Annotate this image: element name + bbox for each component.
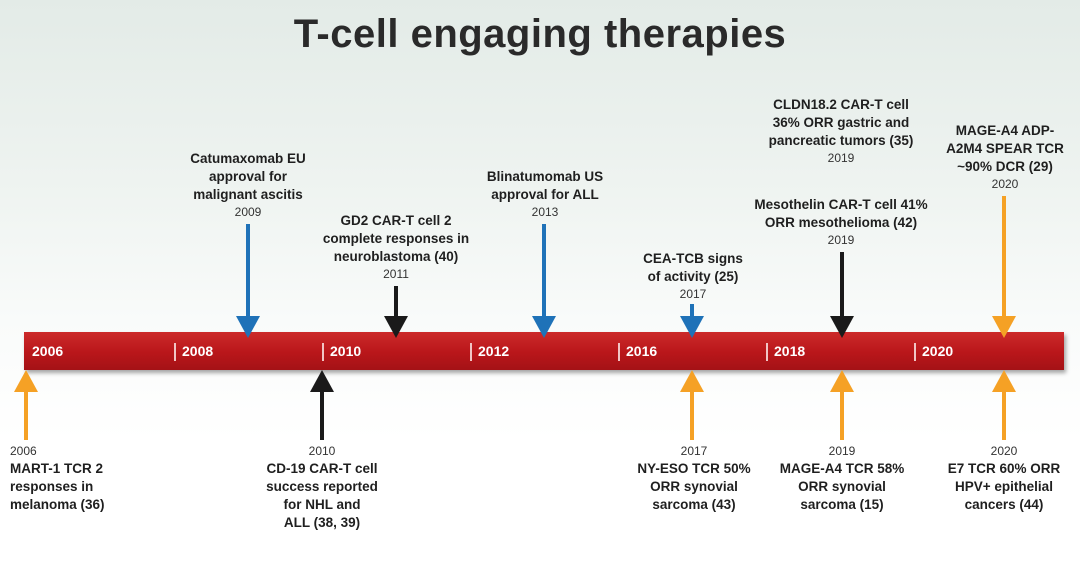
year-label-2016: 2016 xyxy=(626,343,658,359)
year-label-2020: 2020 xyxy=(922,343,954,359)
blue-arrow xyxy=(532,224,556,338)
event-cea-tcb: CEA-TCB signs of activity (25) 2017 xyxy=(643,251,743,301)
year-label-2006: 2006 xyxy=(32,343,64,359)
orange-arrow xyxy=(14,370,38,440)
event-e7-tcr: 2020 E7 TCR 60% ORR HPV+ epithelial canc… xyxy=(947,444,1061,512)
year-label-2010: 2010 xyxy=(330,343,362,359)
black-arrow xyxy=(310,370,334,440)
year-label-2018: 2018 xyxy=(774,343,806,359)
timeline-bar xyxy=(24,332,1064,370)
event-gd2-car-t: GD2 CAR-T cell 2 complete responses in n… xyxy=(322,213,470,281)
event-mage-a4-spear: MAGE-A4 ADP- A2M4 SPEAR TCR ~90% DCR (29… xyxy=(946,123,1064,191)
year-tick xyxy=(174,343,176,361)
blue-arrow xyxy=(680,304,704,338)
year-tick xyxy=(914,343,916,361)
year-tick xyxy=(470,343,472,361)
event-blinatumomab: Blinatumomab US approval for ALL 2013 xyxy=(486,169,604,219)
year-tick xyxy=(322,343,324,361)
orange-arrow xyxy=(830,370,854,440)
event-mesothelin-car-t: Mesothelin CAR-T cell 41% ORR mesothelio… xyxy=(754,197,928,247)
event-mart-1-tcr: 2006 MART-1 TCR 2 responses in melanoma … xyxy=(10,444,105,512)
orange-arrow xyxy=(680,370,704,440)
orange-arrow xyxy=(992,196,1016,338)
event-cldn18-car-t: CLDN18.2 CAR-T cell 36% ORR gastric and … xyxy=(768,97,914,165)
event-ny-eso-tcr: 2017 NY-ESO TCR 50% ORR synovial sarcoma… xyxy=(637,444,751,512)
year-label-2008: 2008 xyxy=(182,343,214,359)
event-cd19-car-t: 2010 CD-19 CAR-T cell success reported f… xyxy=(266,444,378,530)
figure-title: T-cell engaging therapies xyxy=(293,12,787,56)
year-tick xyxy=(766,343,768,361)
blue-arrow xyxy=(236,224,260,338)
year-label-2012: 2012 xyxy=(478,343,510,359)
orange-arrow xyxy=(992,370,1016,440)
black-arrow xyxy=(384,286,408,338)
event-mage-a4-tcr: 2019 MAGE-A4 TCR 58% ORR synovial sarcom… xyxy=(779,444,905,512)
black-arrow xyxy=(830,252,854,338)
year-tick xyxy=(618,343,620,361)
event-catumaxomab: Catumaxomab EU approval for malignant as… xyxy=(190,151,306,219)
